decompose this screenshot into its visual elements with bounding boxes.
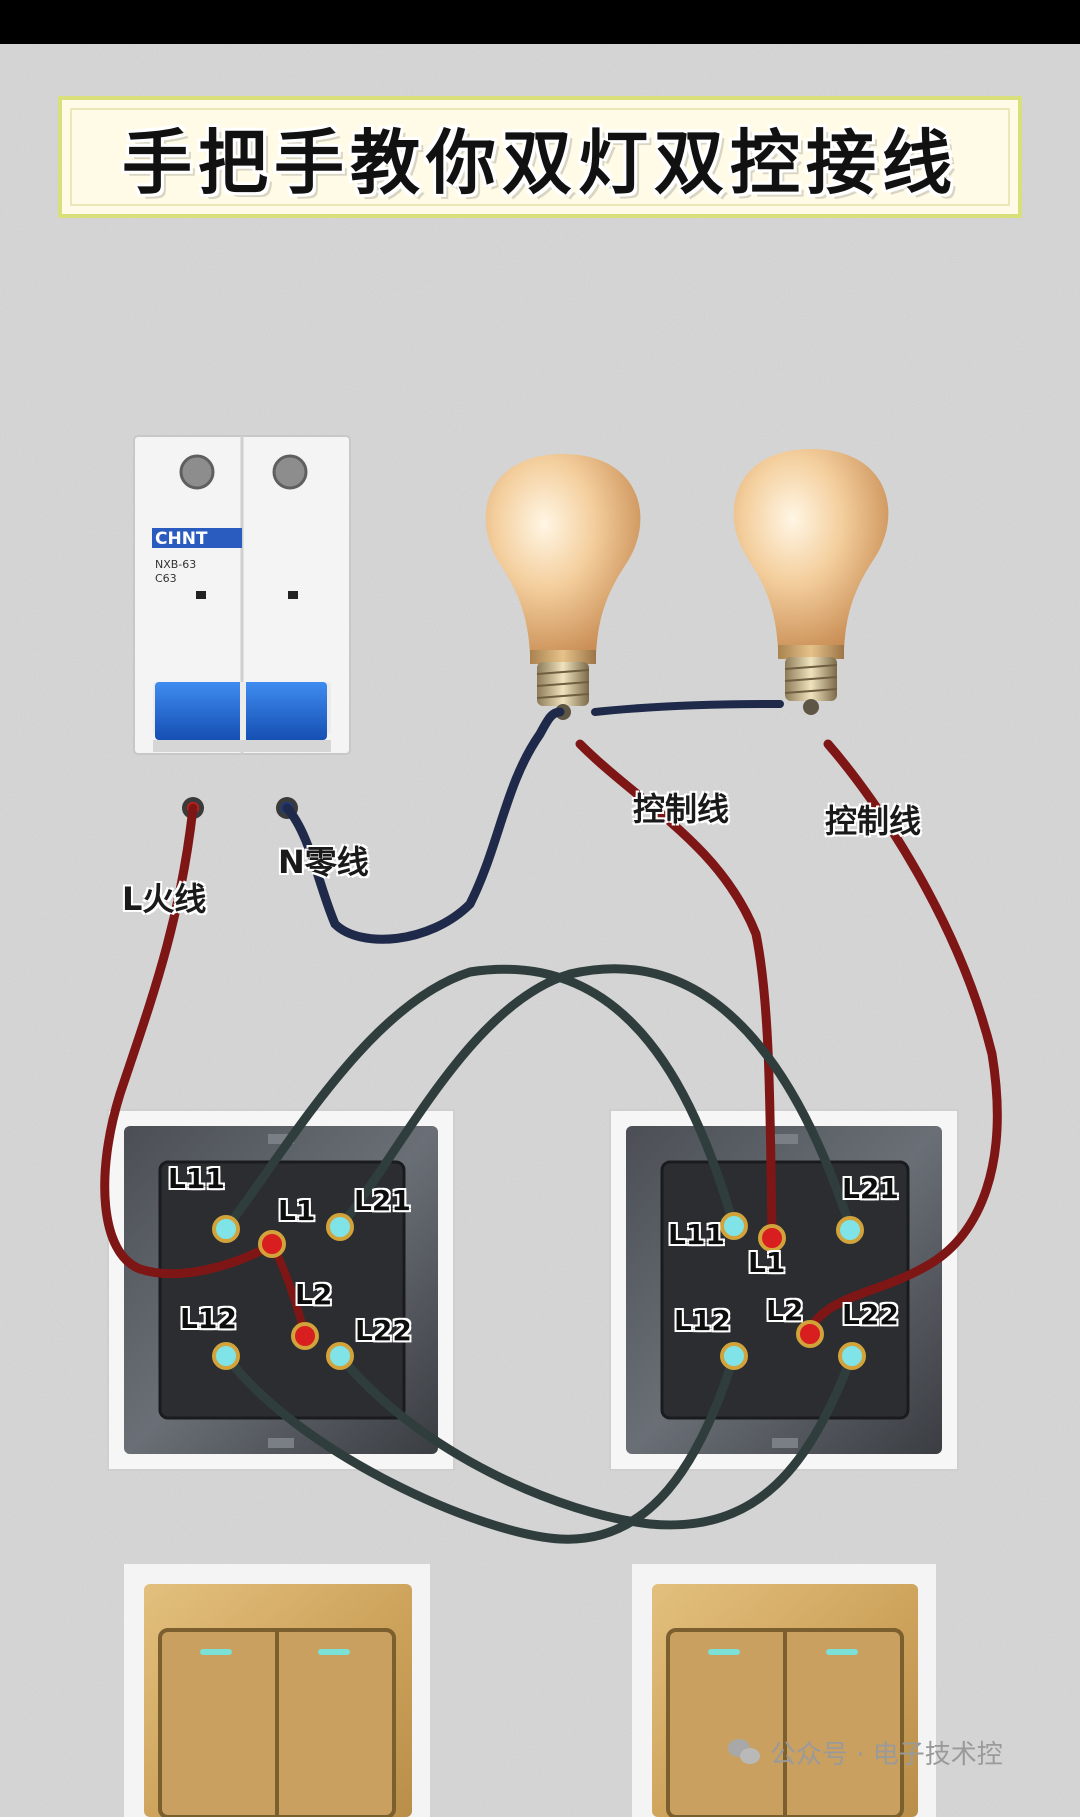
- label-left-l22: L22: [355, 1314, 412, 1347]
- label-right-l12: L12: [674, 1304, 731, 1337]
- breaker-screw-icon: [179, 454, 215, 490]
- label-left-l1: L1: [278, 1194, 316, 1227]
- wiring-diagram: CHNT NXB-63 C63: [100, 435, 1002, 1817]
- terminal-right-l12: [720, 1342, 748, 1370]
- traveler-wire-1: [221, 964, 739, 1234]
- label-left-l2: L2: [295, 1278, 333, 1311]
- live-wire: [100, 803, 277, 1279]
- traveler-wire-3: [221, 1351, 739, 1544]
- label-right-l1: L1: [748, 1246, 786, 1279]
- label-control-wire-2: 控制线: [825, 802, 922, 840]
- label-right-l11: L11: [668, 1218, 725, 1251]
- wechat-icon: [728, 1738, 762, 1767]
- terminal-left-l12: [212, 1342, 240, 1370]
- switch-box-right: [609, 1109, 959, 1471]
- terminals: [212, 1212, 866, 1370]
- diagram-canvas: 手把手教你双灯双控接线: [0, 44, 1080, 1817]
- terminal-right-l11: [720, 1212, 748, 1240]
- label-left-l21: L21: [354, 1184, 411, 1217]
- terminal-left-l2: [291, 1322, 319, 1350]
- terminal-right-l2: [796, 1320, 824, 1348]
- traveler-wire-4: [335, 1351, 857, 1530]
- label-left-l12: L12: [180, 1302, 237, 1335]
- breaker-brand: CHNT: [155, 529, 208, 549]
- label-left-l11: L11: [168, 1162, 225, 1195]
- bulb-left: [485, 454, 641, 720]
- control-wire-1: [575, 739, 777, 1241]
- terminal-right-l22: [838, 1342, 866, 1370]
- terminal-left-l22: [326, 1342, 354, 1370]
- terminal-left-l21: [326, 1213, 354, 1241]
- breaker-screw-icon: [272, 454, 308, 490]
- breaker-rating: C63: [155, 572, 177, 585]
- label-right-l22: L22: [842, 1298, 899, 1331]
- neutral-wire: [282, 707, 565, 944]
- label-right-l2: L2: [766, 1294, 804, 1327]
- wires: [100, 700, 1002, 1544]
- label-neutral-wire: N零线: [278, 843, 369, 881]
- neutral-bridge-wire: [591, 700, 784, 716]
- traveler-wire-2: [335, 964, 855, 1232]
- control-wire-2: [805, 739, 1002, 1334]
- watermark: 公众号 · 电子技术控: [728, 1734, 1003, 1771]
- switch-panel-left: [124, 1564, 430, 1817]
- watermark-text: 公众号 · 电子技术控: [770, 1740, 1003, 1770]
- indicator-light: [708, 1649, 740, 1655]
- terminal-left-l1: [258, 1230, 286, 1258]
- indicator-light: [200, 1649, 232, 1655]
- wall-texture: [0, 44, 1080, 1817]
- indicator-light: [318, 1649, 350, 1655]
- circuit-breaker: CHNT NXB-63 C63: [133, 435, 351, 819]
- switch-panel-right: [632, 1564, 936, 1817]
- label-live-wire: L火线: [122, 880, 207, 918]
- bulb-right: [733, 449, 889, 715]
- label-control-wire-1: 控制线: [633, 790, 730, 828]
- terminal-right-l21: [836, 1216, 864, 1244]
- title-banner: 手把手教你双灯双控接线: [58, 96, 1022, 218]
- breaker-model: NXB-63: [155, 558, 196, 571]
- terminal-right-l1: [758, 1224, 786, 1252]
- page-title: 手把手教你双灯双控接线: [122, 121, 958, 204]
- terminal-left-l11: [212, 1215, 240, 1243]
- indicator-light: [826, 1649, 858, 1655]
- label-right-l21: L21: [842, 1172, 899, 1205]
